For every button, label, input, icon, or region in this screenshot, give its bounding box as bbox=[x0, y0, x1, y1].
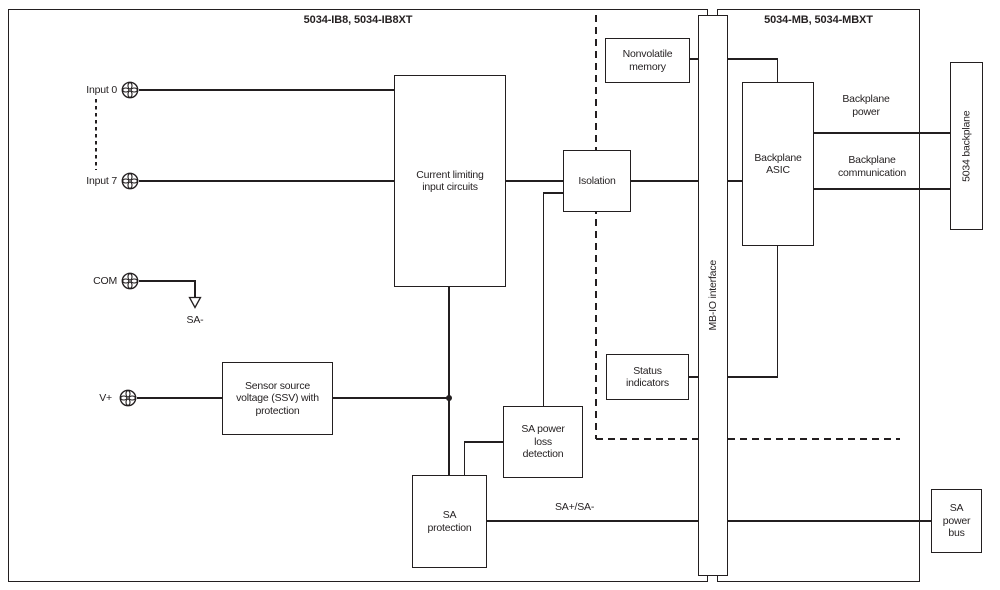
wire-clc-to-protection-v bbox=[448, 287, 450, 475]
block-current-limiting-label: Current limiting input circuits bbox=[416, 168, 484, 194]
terminal-com-label: COM bbox=[93, 275, 117, 287]
input-range-dotted-line bbox=[95, 99, 98, 170]
block-mb-io-interface: MB-IO interface bbox=[698, 15, 728, 576]
block-sa-protection-label: SA protection bbox=[427, 509, 472, 534]
wire-ssv-to-junction bbox=[332, 397, 450, 399]
terminal-input0-label: Input 0 bbox=[86, 84, 117, 96]
block-mb-io-interface-label: MB-IO interface bbox=[706, 260, 719, 331]
wire-input7 bbox=[139, 180, 394, 182]
block-current-limiting: Current limiting input circuits bbox=[394, 75, 506, 287]
wire-backplane-power bbox=[813, 132, 951, 134]
sa-minus-triangle-icon bbox=[188, 296, 202, 309]
block-sa-power-loss: SA power loss detection bbox=[503, 406, 583, 478]
terminal-vplus-icon bbox=[119, 389, 137, 407]
block-sa-power-bus-label: SA power bus bbox=[942, 502, 971, 540]
module-title-ib8: 5034-IB8, 5034-IB8XT bbox=[303, 14, 413, 26]
wire-isolation-to-asic bbox=[630, 180, 743, 182]
isolation-boundary-horizontal bbox=[596, 438, 900, 440]
block-backplane-asic: Backplane ASIC bbox=[742, 82, 814, 246]
terminal-input7-label: Input 7 bbox=[86, 175, 117, 187]
backplane-communication-label: Backplane communication bbox=[837, 154, 906, 179]
block-ssv: Sensor source voltage (SSV) with protect… bbox=[222, 362, 333, 435]
block-sa-protection: SA protection bbox=[412, 475, 487, 568]
block-nonvolatile-memory: Nonvolatile memory bbox=[605, 38, 690, 83]
module-title-mb: 5034-MB, 5034-MBXT bbox=[764, 14, 873, 26]
block-isolation-label: Isolation bbox=[578, 174, 616, 187]
terminal-input7-icon bbox=[121, 172, 139, 190]
wire-backplane-communication bbox=[813, 188, 951, 190]
wire-com-v bbox=[194, 280, 196, 298]
block-status-indicators: Status indicators bbox=[606, 354, 689, 400]
wire-isolation-to-loss-h bbox=[543, 192, 564, 194]
terminal-vplus-label: V+ bbox=[99, 392, 112, 404]
block-sa-power-bus: SA power bus bbox=[931, 489, 982, 553]
wire-nvm-to-asic bbox=[689, 58, 778, 60]
sa-bus-label: SA+/SA- bbox=[555, 501, 595, 513]
backplane-power-label: Backplane power bbox=[842, 93, 890, 118]
wire-vplus bbox=[137, 397, 223, 399]
block-ssv-label: Sensor source voltage (SSV) with protect… bbox=[236, 379, 319, 417]
terminal-com-icon bbox=[121, 272, 139, 290]
wire-status-to-asic bbox=[688, 376, 778, 378]
block-isolation: Isolation bbox=[563, 150, 631, 212]
block-nonvolatile-memory-label: Nonvolatile memory bbox=[622, 48, 673, 73]
block-5034-backplane-label: 5034 backplane bbox=[960, 110, 973, 182]
wire-input0 bbox=[139, 89, 394, 91]
wire-junction-dot bbox=[446, 395, 452, 401]
block-5034-backplane: 5034 backplane bbox=[950, 62, 983, 230]
wire-isolation-to-loss-v bbox=[542, 192, 544, 406]
wire-loss-to-protection-v bbox=[463, 441, 465, 475]
wire-clc-to-isolation bbox=[506, 180, 564, 182]
wire-asic-top-v bbox=[776, 58, 778, 83]
wire-loss-to-protection-h bbox=[464, 441, 504, 443]
sa-minus-label: SA- bbox=[186, 314, 204, 326]
block-backplane-asic-label: Backplane ASIC bbox=[754, 151, 802, 177]
terminal-input0-icon bbox=[121, 81, 139, 99]
block-status-indicators-label: Status indicators bbox=[626, 364, 669, 390]
wire-asic-bottom-v bbox=[776, 245, 778, 377]
isolation-boundary-vertical bbox=[595, 15, 597, 439]
wire-com bbox=[139, 280, 195, 282]
block-sa-power-loss-label: SA power loss detection bbox=[521, 423, 565, 461]
